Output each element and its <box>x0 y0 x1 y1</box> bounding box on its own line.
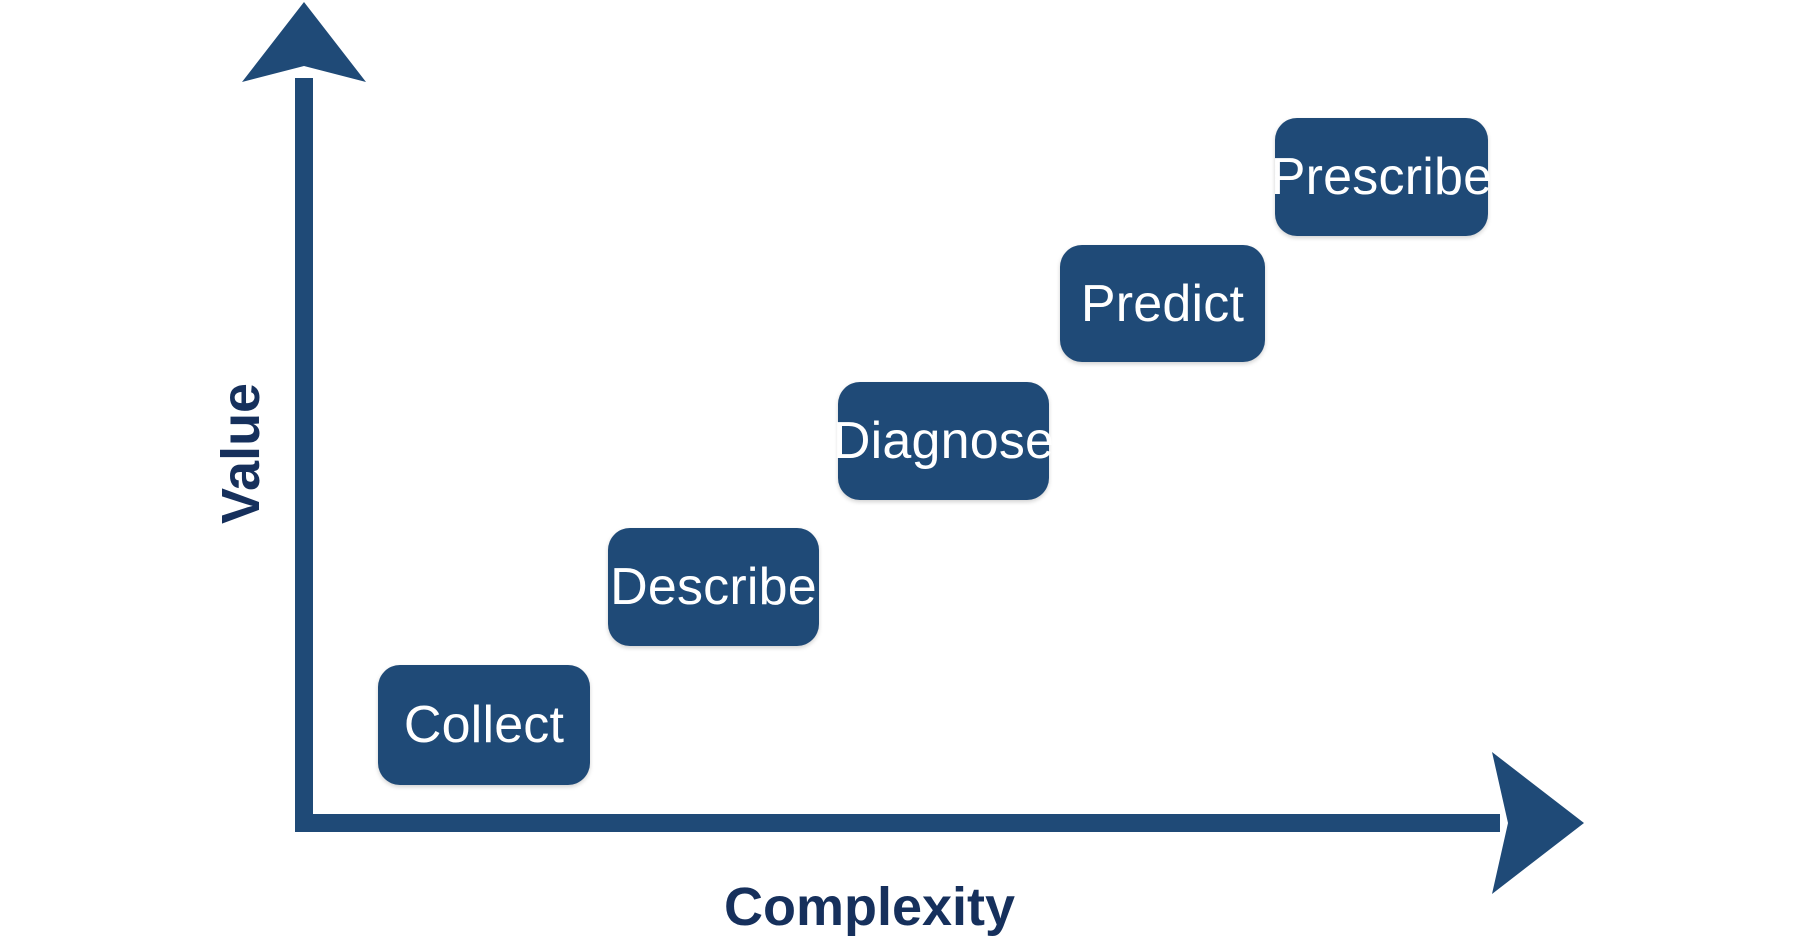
step-label-collect: Collect <box>403 696 565 754</box>
step-label-describe: Describe <box>610 558 817 616</box>
step-label-prescribe: Prescribe <box>1270 148 1493 206</box>
step-label-predict: Predict <box>1080 274 1245 333</box>
x-axis-arrowhead <box>1492 752 1584 894</box>
step-box-diagnose[interactable]: Diagnose <box>833 382 1054 500</box>
step-box-describe[interactable]: Describe <box>608 528 819 646</box>
step-box-collect[interactable]: Collect <box>378 665 590 785</box>
y-axis-shaft <box>295 78 313 832</box>
x-axis-label: Complexity <box>724 877 1016 937</box>
x-axis-shaft <box>295 814 1500 832</box>
step-label-diagnose: Diagnose <box>832 412 1055 470</box>
y-axis-arrowhead <box>242 2 366 82</box>
step-box-prescribe[interactable]: Prescribe <box>1271 118 1492 236</box>
step-box-predict[interactable]: Predict <box>1060 245 1265 362</box>
y-axis-label: Value <box>211 382 271 524</box>
